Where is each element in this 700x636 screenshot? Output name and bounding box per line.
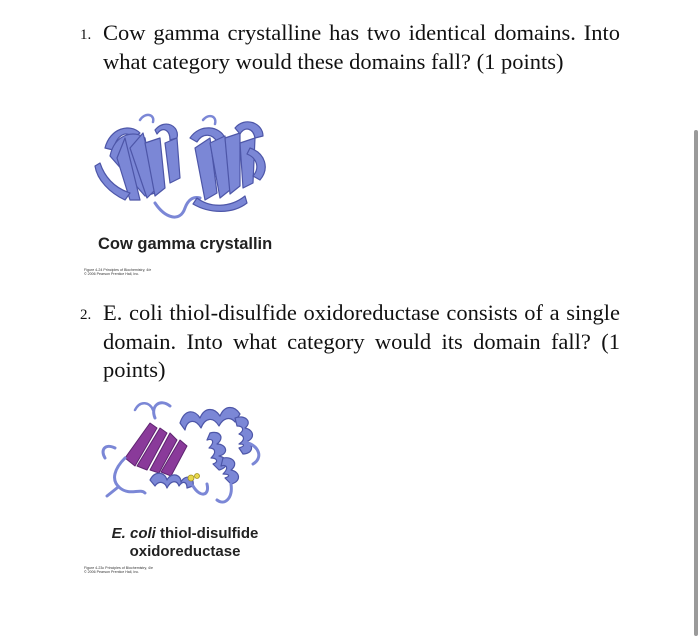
cow-gamma-crystallin-structure-image [94, 113, 266, 219]
figure-caption: E. coli thiol-disulfide oxidoreductase [100, 525, 270, 561]
thiol-disulfide-oxidoreductase-structure-image [101, 401, 261, 504]
figure-credit: Figure 4-23c Principles of Biochemistry,… [84, 566, 153, 574]
caption-text: thiol-disulfide oxidoreductase [129, 525, 259, 560]
credit-line: Figure 4-23c Principles of Biochemistry,… [84, 566, 154, 570]
figure-credit: Figure 4-24 Principles of Biochemistry, … [84, 268, 151, 276]
question-1: 1. Cow gamma crystalline has two identic… [80, 19, 620, 76]
question-2: 2. E. coli thiol-disulfide oxidoreductas… [80, 299, 620, 385]
question-text: Cow gamma crystalline has two identical … [103, 20, 620, 74]
left-domain [94, 123, 181, 201]
question-number: 2. [80, 307, 92, 323]
question-number: 1. [80, 27, 92, 43]
vertical-scrollbar[interactable] [694, 130, 698, 636]
credit-line: Figure 4-24 Principles of Biochemistry, … [84, 268, 152, 272]
credit-line: © 2006 Pearson Prentice Hall, Inc. [84, 272, 140, 277]
right-domain [189, 121, 266, 212]
caption-italic: E. coli [111, 525, 156, 542]
disulfide-site [187, 474, 195, 482]
figure-caption: Cow gamma crystallin [98, 235, 273, 253]
helices [149, 406, 254, 489]
credit-line: © 2006 Pearson Prentice Hall, Inc. [84, 570, 140, 575]
beta-sheet [124, 422, 188, 477]
question-text: E. coli thiol-disulfide oxidoreductase c… [103, 300, 620, 382]
